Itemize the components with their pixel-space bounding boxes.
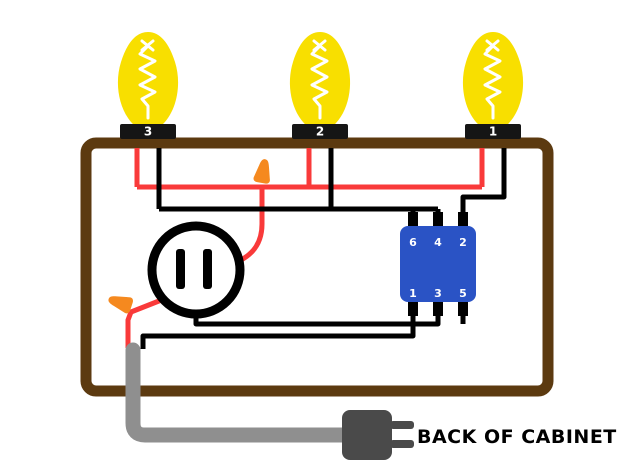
outlet-face (147, 221, 245, 319)
bulb-icon (461, 30, 525, 141)
terminal-pin-top-4 (433, 212, 443, 227)
bulb-3: 3 (116, 30, 180, 141)
terminal-label-top-right: 2 (459, 236, 467, 249)
bulb-1: 1 (461, 30, 525, 141)
outlet-slot-right (203, 249, 212, 289)
terminal-pin-top-2 (458, 212, 468, 227)
bulb-label: 3 (144, 125, 152, 139)
red-hot-wires (125, 148, 485, 348)
terminal-label-top-middle: 4 (434, 236, 442, 249)
power-cable (125, 342, 352, 443)
bulb-icon (288, 30, 352, 141)
outlet (147, 221, 245, 319)
caption-back-of-cabinet: BACK OF CABINET (417, 426, 617, 448)
plug-prong-top (390, 421, 414, 429)
plug-body (342, 410, 392, 460)
terminal-pin-bottom-5 (458, 301, 468, 316)
bulb-label: 2 (316, 125, 324, 139)
bulb-icon (116, 30, 180, 141)
plug (342, 410, 414, 460)
terminal-pin-bottom-1 (408, 301, 418, 316)
terminal-pin-bottom-3 (433, 301, 443, 316)
bulb-label: 1 (489, 125, 497, 139)
plug-prong-bottom (390, 440, 414, 448)
terminal-label-bottom-right: 5 (459, 287, 467, 300)
outlet-slot-left (176, 249, 185, 289)
terminal-label-top-left: 6 (409, 236, 417, 249)
terminal-block: 6 4 2 1 3 5 (400, 226, 476, 302)
terminal-pin-top-6 (408, 212, 418, 227)
cabinet-outline (80, 137, 554, 397)
terminal-block-body (400, 226, 476, 302)
terminal-label-bottom-left: 1 (409, 287, 417, 300)
bulb-2: 2 (288, 30, 352, 141)
terminal-label-bottom-middle: 3 (434, 287, 442, 300)
